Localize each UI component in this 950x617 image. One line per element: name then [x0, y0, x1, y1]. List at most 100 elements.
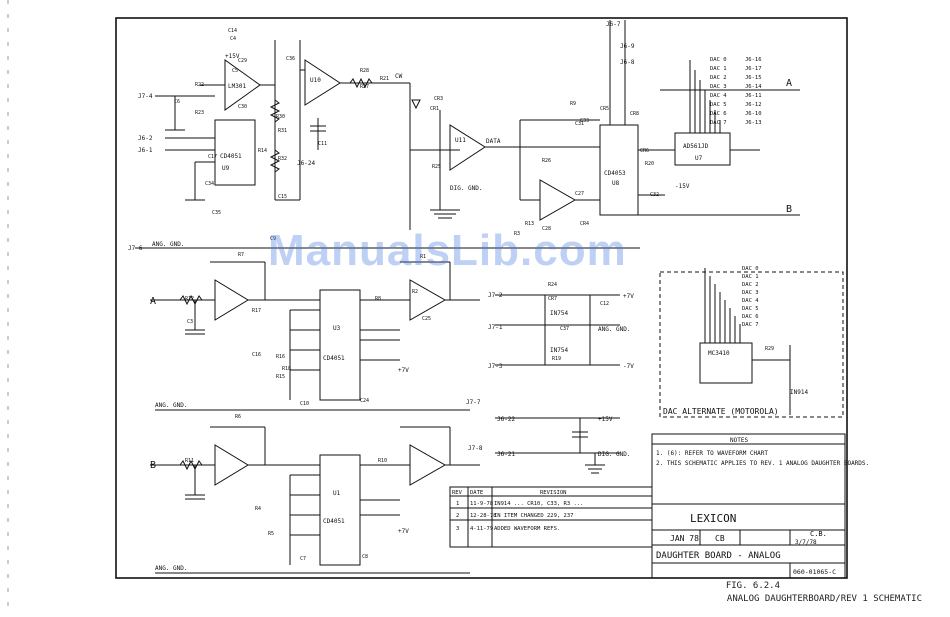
dac-alt-output-label: DAC 7 — [742, 322, 759, 328]
dac-output-label: DAC 6 — [710, 111, 727, 117]
dac-output-label: DAC 0 — [710, 57, 727, 63]
component-label: C7 — [300, 556, 306, 562]
revision-cell: 3 — [456, 526, 459, 532]
dac-alternate-label: DAC ALTERNATE (MOTOROLA) — [663, 407, 779, 416]
component-label: R32 — [278, 156, 287, 162]
component-label: C6 — [174, 99, 180, 105]
revision-header: REV — [452, 490, 463, 496]
connector-label: J6-1 — [138, 147, 153, 154]
dac-pin-label: J6-11 — [745, 93, 762, 99]
component-label: CR6 — [640, 148, 649, 154]
component-label: C14 — [228, 28, 237, 34]
dac-pin-label: J6-15 — [745, 75, 762, 81]
component-label: R18 — [282, 366, 291, 372]
ic-label: CD4053 — [604, 170, 626, 177]
net-label: -7V — [623, 363, 634, 370]
connector-label: J6-22 — [497, 416, 515, 423]
component-label: R12 — [185, 296, 194, 302]
drawn-by: CB — [715, 534, 725, 543]
component-label: C27 — [575, 191, 584, 197]
component-label: R4 — [255, 506, 261, 512]
component-label: R29 — [765, 346, 774, 352]
component-label: R7 — [238, 252, 244, 258]
connector-label: J7-2 — [488, 292, 503, 299]
component-label: C36 — [286, 56, 295, 62]
component-label: CR3 — [434, 96, 443, 102]
dac-pin-label: J6-14 — [745, 84, 762, 90]
dac-output-label: DAC 5 — [710, 102, 727, 108]
notes-title: NOTES — [730, 437, 748, 444]
dac-output-label: DAC 2 — [710, 75, 727, 81]
net-label: +7V — [398, 367, 409, 374]
component-label: R10 — [378, 458, 387, 464]
ic-label: U7 — [695, 155, 703, 162]
component-label: CR1 — [430, 106, 439, 112]
component-label: CR5 — [600, 106, 609, 112]
component-label: R19 — [552, 356, 561, 362]
component-label: C28 — [542, 226, 551, 232]
component-label: R22 — [195, 82, 204, 88]
net-label: IN914 — [790, 389, 808, 396]
component-label: CR4 — [580, 221, 589, 227]
component-label: R16 — [276, 354, 285, 360]
net-label: DATA — [486, 138, 501, 145]
dac-output-label: DAC 4 — [710, 93, 727, 99]
drawing-title: DAUGHTER BOARD - ANALOG — [656, 551, 781, 561]
dac-output-label: DAC 1 — [710, 66, 727, 72]
ic-label: CD4051 — [323, 518, 345, 525]
dac-alt-output-label: DAC 1 — [742, 274, 759, 280]
ic-label: CD4051 — [220, 153, 242, 160]
component-label: R26 — [542, 158, 551, 164]
component-label: R14 — [258, 148, 267, 154]
net-label: IN754 — [550, 310, 568, 317]
connector-label: J7-4 — [138, 93, 153, 100]
connector-label: J6-9 — [620, 43, 635, 50]
component-label: R6 — [235, 414, 241, 420]
component-label: C24 — [360, 398, 369, 404]
component-label: C10 — [300, 401, 309, 407]
drawing-number: 060-01065-C — [793, 568, 836, 576]
component-label: C15 — [278, 194, 287, 200]
component-label: R11 — [185, 458, 194, 464]
component-label: C33 — [580, 118, 589, 124]
revision-cell: 11-9-78 — [470, 501, 493, 507]
drawing-date: JAN 78 — [670, 534, 699, 543]
net-label: ANG. GND. — [598, 326, 631, 333]
component-label: C34 — [205, 181, 214, 187]
input-b-label: B — [150, 460, 156, 471]
dac-output-label: DAC 7 — [710, 120, 727, 126]
component-label: R9 — [570, 101, 576, 107]
connector-label: J6-8 — [620, 59, 635, 66]
checked-by: C.B. — [810, 530, 827, 538]
component-label: C9 — [270, 236, 276, 242]
component-label: C11 — [318, 141, 327, 147]
net-label: +7V — [623, 293, 634, 300]
figure-number: FIG. 6.2.4 — [725, 581, 780, 591]
ic-label: U1 — [333, 490, 341, 497]
net-label: ANG. GND. — [155, 565, 188, 572]
dac-alt-output-label: DAC 5 — [742, 306, 759, 312]
net-label: +15V — [598, 416, 613, 423]
revision-header: REVISION — [540, 490, 567, 496]
dac-alt-output-label: DAC 6 — [742, 314, 759, 320]
dac-alt-output-label: DAC 3 — [742, 290, 759, 296]
net-label: IN754 — [550, 347, 568, 354]
connector-label: J6-2 — [138, 135, 153, 142]
ic-label: LM301 — [228, 83, 246, 90]
component-label: CR8 — [630, 111, 639, 117]
component-label: R24 — [548, 282, 557, 288]
ic-label: AD561JD — [683, 143, 709, 150]
component-label: C12 — [600, 301, 609, 307]
output-b-label: B — [786, 204, 792, 215]
component-label: C16 — [252, 352, 261, 358]
net-label: +7V — [398, 528, 409, 535]
revision-cell: IN914 ... CR10, C33, R3 ... — [494, 501, 583, 507]
revision-cell: 12-28-78 — [470, 513, 497, 519]
ic-label: CD4051 — [323, 355, 345, 362]
component-label: C17 — [208, 154, 217, 160]
dac-pin-label: J6-17 — [745, 66, 762, 72]
revision-cell: 2 — [456, 513, 459, 519]
ic-label: U3 — [333, 325, 341, 332]
net-label: +15V — [225, 53, 240, 60]
